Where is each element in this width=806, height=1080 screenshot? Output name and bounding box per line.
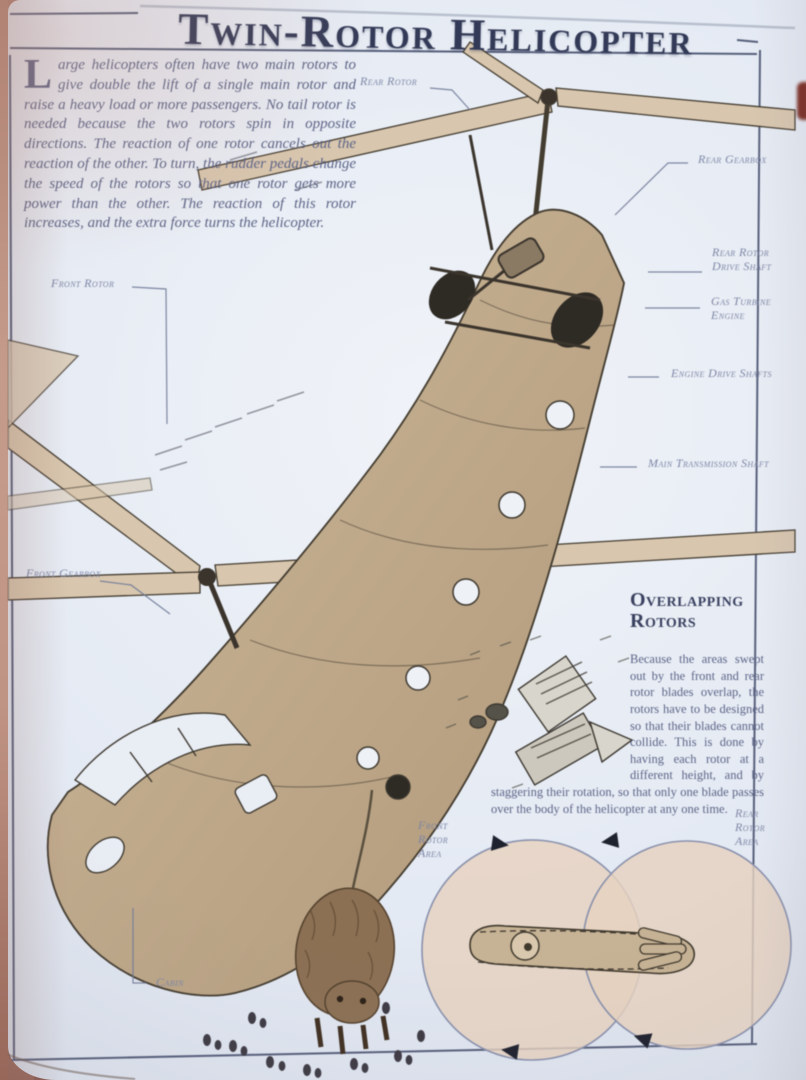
overlapping-rotors-paragraph: Because the areas swept out by the front… xyxy=(491,634,764,817)
callout-rear-rotor: Rear Rotor xyxy=(360,74,418,88)
callout-rear-rotor-drive-shaft: Rear Rotor Drive Shaft xyxy=(712,245,772,274)
sling-rope xyxy=(350,789,374,894)
callout-engine-drive-shafts: Engine Drive Shafts xyxy=(671,366,772,380)
rotation-arrows xyxy=(490,832,653,1060)
footprints xyxy=(203,1002,425,1078)
photo-edge-artifact xyxy=(797,82,806,120)
callout-leader-lines xyxy=(99,87,702,984)
callout-rear-rotor-area: Rear Rotor Area xyxy=(735,806,766,849)
callout-rear-gearbox: Rear Gearbox xyxy=(698,152,767,166)
page-bottom-curl xyxy=(8,1053,136,1080)
helicopter-illustration xyxy=(8,4,796,1080)
intro-text: arge helicopters often have two main rot… xyxy=(24,57,356,232)
facing-page-edge xyxy=(139,4,796,30)
porthole-windows xyxy=(356,400,575,770)
text-wrap-spacer xyxy=(491,634,630,774)
callout-front-gearbox: Front Gearbox xyxy=(26,566,101,580)
engine-sketch xyxy=(469,655,634,786)
rotor-area-circles xyxy=(421,832,792,1061)
overlapping-rotors-heading: Overlapping Rotors xyxy=(630,589,744,632)
callout-cabin: Cabin xyxy=(156,975,184,989)
rear-gearbox-machinery xyxy=(198,134,604,649)
callout-gas-turbine-engine: Gas Turbine Engine xyxy=(711,294,772,323)
callout-front-rotor: Front Rotor xyxy=(51,276,115,290)
engine-sketch-dashes xyxy=(445,635,630,789)
callout-front-rotor-area: Front Rotor Area xyxy=(418,818,449,861)
callout-main-transmission-shaft: Main Transmission Shaft xyxy=(648,456,769,470)
rotor-motion-dashes xyxy=(154,151,323,471)
helicopter-top-view xyxy=(469,924,695,975)
fuselage xyxy=(46,208,625,997)
text-wrap-spacer xyxy=(630,634,730,651)
cockpit-windows xyxy=(73,712,411,874)
cargo-animal xyxy=(294,887,396,1055)
overlapping-rotors-text: Because the areas swept out by the front… xyxy=(491,652,764,816)
drop-cap: L xyxy=(24,52,53,98)
